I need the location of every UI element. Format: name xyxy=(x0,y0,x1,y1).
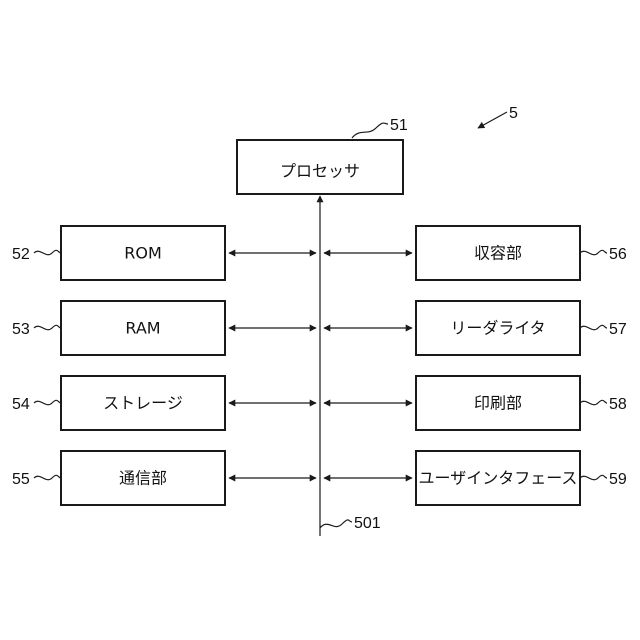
left-ref-0: 52 xyxy=(12,246,30,263)
right-blocks: 収容部 56 リーダライタ 57 印刷部 58 ユーザインタフェース 59 xyxy=(324,226,627,505)
right-ref-2: 58 xyxy=(609,396,627,413)
right-ref-leader-3 xyxy=(580,475,607,479)
figure-pointer-arrow xyxy=(478,112,507,128)
left-block-label-0: ROM xyxy=(124,244,162,263)
right-ref-0: 56 xyxy=(609,246,627,263)
left-block-label-1: RAM xyxy=(125,319,160,338)
left-ref-leader-3 xyxy=(34,475,61,479)
right-block-label-0: 収容部 xyxy=(474,244,522,263)
figure-number: 5 xyxy=(509,105,518,122)
bus-ref: 501 xyxy=(354,515,381,532)
right-ref-leader-2 xyxy=(580,400,607,404)
bus-ref-leader xyxy=(320,520,352,528)
right-block-label-2: 印刷部 xyxy=(474,394,522,413)
left-ref-3: 55 xyxy=(12,471,30,488)
left-ref-leader-1 xyxy=(34,325,61,329)
processor-label: プロセッサ xyxy=(280,162,360,181)
right-ref-leader-0 xyxy=(580,250,607,254)
right-ref-leader-1 xyxy=(580,325,607,329)
left-ref-2: 54 xyxy=(12,396,30,413)
processor-ref-leader xyxy=(352,123,388,138)
left-block-label-3: 通信部 xyxy=(119,469,167,488)
left-ref-1: 53 xyxy=(12,321,30,338)
left-ref-leader-2 xyxy=(34,400,61,404)
processor-ref: 51 xyxy=(390,117,408,134)
right-block-label-3: ユーザインタフェース xyxy=(419,469,578,488)
left-block-label-2: ストレージ xyxy=(103,394,183,413)
right-ref-1: 57 xyxy=(609,321,627,338)
left-ref-leader-0 xyxy=(34,250,61,254)
right-ref-3: 59 xyxy=(609,471,627,488)
left-blocks: ROM 52RAM 53 ストレージ 54 通信部 55 xyxy=(12,226,316,505)
right-block-label-1: リーダライタ xyxy=(450,319,545,338)
